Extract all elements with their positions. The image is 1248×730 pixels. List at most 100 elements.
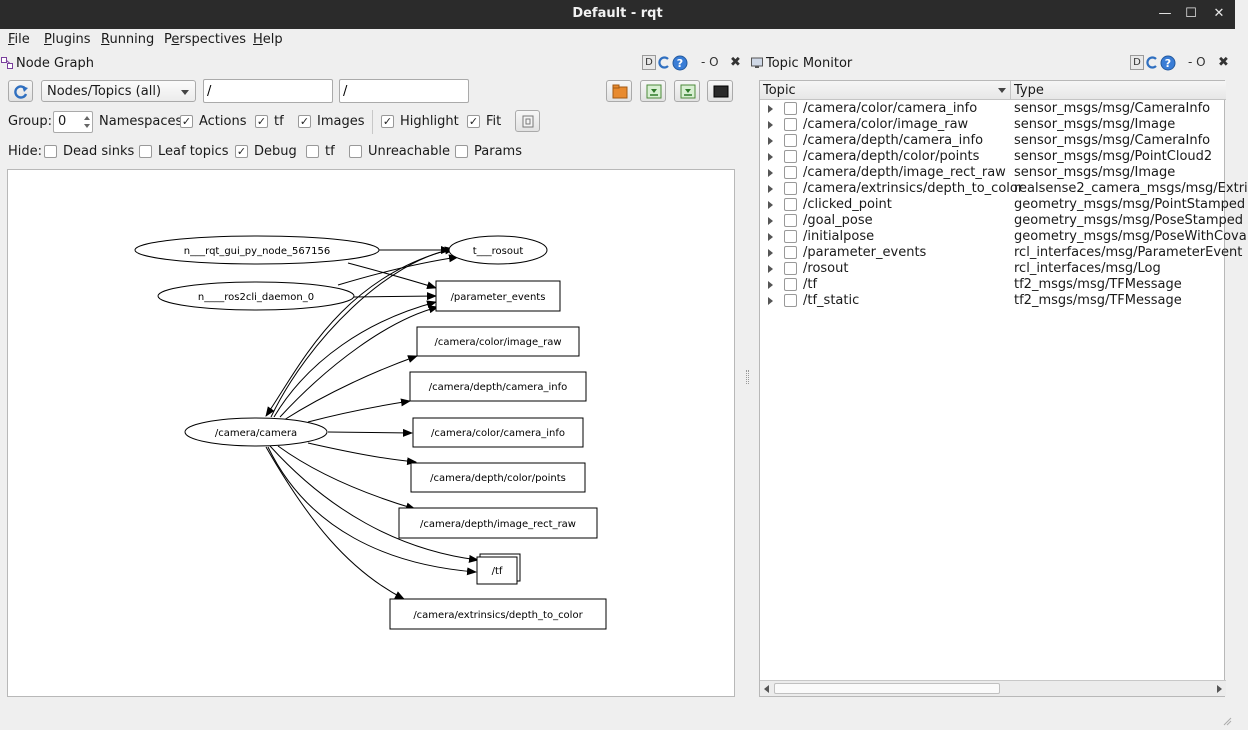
topic-minimize-dock-button[interactable]: - O — [1188, 55, 1206, 69]
fit-checkbox[interactable]: ✓ — [467, 115, 480, 128]
topic-checkbox[interactable] — [784, 230, 797, 243]
unreachable-checkbox[interactable] — [349, 145, 362, 158]
graph-canvas[interactable]: n___rqt_gui_py_node_567156 t___rosout n_… — [7, 169, 735, 697]
save-image-button[interactable] — [707, 80, 733, 102]
load-dot-button[interactable] — [606, 80, 632, 102]
node-rosout[interactable]: t___rosout — [448, 235, 548, 265]
node-ros2cli-daemon[interactable]: n____ros2cli_daemon_0 — [157, 281, 355, 311]
topic-checkbox[interactable] — [784, 134, 797, 147]
params-checkbox[interactable] — [455, 145, 468, 158]
expand-arrow-icon[interactable] — [768, 217, 773, 225]
scrollbar-thumb[interactable] — [774, 683, 1000, 694]
close-button[interactable]: ✕ — [1213, 6, 1225, 21]
expand-arrow-icon[interactable] — [768, 201, 773, 209]
debug-checkbox[interactable]: ✓ — [235, 145, 248, 158]
topic-depth-camera-info[interactable]: /camera/depth/camera_info — [409, 371, 587, 402]
help-icon[interactable]: ? — [672, 55, 688, 71]
spin-up-icon[interactable] — [84, 116, 90, 120]
topic-checkbox[interactable] — [784, 262, 797, 275]
expand-arrow-icon[interactable] — [768, 153, 773, 161]
minimize-button[interactable]: — — [1158, 6, 1172, 21]
menu-help[interactable]: Help — [253, 32, 283, 47]
expand-arrow-icon[interactable] — [768, 249, 773, 257]
topic-color-image-raw[interactable]: /camera/color/image_raw — [416, 326, 580, 357]
maximize-button[interactable]: ☐ — [1185, 6, 1197, 21]
topic-color-camera-info[interactable]: /camera/color/camera_info — [412, 417, 584, 448]
topic-parameter-events[interactable]: /parameter_events — [435, 280, 561, 312]
column-separator[interactable] — [1010, 81, 1011, 100]
menu-plugins[interactable]: Plugins — [44, 32, 91, 47]
topic-checkbox[interactable] — [784, 294, 797, 307]
graph-mode-select[interactable]: Nodes/Topics (all) — [41, 80, 196, 102]
menu-running[interactable]: Running — [101, 32, 155, 47]
topic-checkbox[interactable] — [784, 214, 797, 227]
topic-help-icon[interactable]: ? — [1160, 55, 1176, 71]
node-camera-camera[interactable]: /camera/camera — [184, 417, 328, 447]
node-rqt-gui[interactable]: n___rqt_gui_py_node_567156 — [134, 235, 380, 265]
expand-arrow-icon[interactable] — [768, 169, 773, 177]
topic-checkbox[interactable] — [784, 246, 797, 259]
leaf-topics-checkbox[interactable] — [139, 145, 152, 158]
topic-close-dock-icon[interactable]: ✖ — [1218, 55, 1229, 70]
topic-checkbox[interactable] — [784, 166, 797, 179]
topic-checkbox[interactable] — [784, 278, 797, 291]
save-svg-button[interactable] — [674, 80, 700, 102]
topic-checkbox[interactable] — [784, 102, 797, 115]
images-checkbox[interactable]: ✓ — [298, 115, 311, 128]
fit-in-view-button[interactable] — [515, 110, 540, 132]
filter-out-input[interactable] — [339, 79, 469, 103]
scroll-right-icon[interactable] — [1217, 685, 1222, 693]
topic-tf[interactable]: /tf — [476, 553, 521, 585]
expand-arrow-icon[interactable] — [768, 185, 773, 193]
spin-down-icon[interactable] — [84, 124, 90, 128]
dock-toggle-button[interactable]: D — [642, 55, 656, 70]
topic-depth-color-points[interactable]: /camera/depth/color/points — [410, 462, 586, 493]
highlight-checkbox[interactable]: ✓ — [381, 115, 394, 128]
resize-grip[interactable] — [1222, 715, 1232, 726]
topic-dock-toggle-button[interactable]: D — [1130, 55, 1144, 70]
hide-tf-checkbox[interactable] — [306, 145, 319, 158]
topic-depth-image-rect-raw[interactable]: /camera/depth/image_rect_raw — [398, 507, 598, 539]
reload-icon[interactable] — [657, 55, 671, 70]
close-dock-icon[interactable]: ✖ — [730, 55, 741, 70]
splitter-handle[interactable] — [746, 370, 749, 384]
expand-arrow-icon[interactable] — [768, 265, 773, 273]
topic-checkbox[interactable] — [784, 150, 797, 163]
column-type[interactable]: Type — [1014, 83, 1044, 98]
column-topic[interactable]: Topic — [763, 83, 796, 98]
expand-arrow-icon[interactable] — [768, 105, 773, 113]
topic-checkbox[interactable] — [784, 198, 797, 211]
minimize-dock-button[interactable]: - O — [701, 55, 719, 69]
tf-checkbox[interactable]: ✓ — [255, 115, 268, 128]
menu-perspectives[interactable]: Perspectives — [164, 32, 247, 47]
menu-file[interactable]: File — [8, 32, 30, 47]
topic-reload-icon[interactable] — [1145, 55, 1159, 70]
actions-checkbox[interactable]: ✓ — [180, 115, 193, 128]
expand-arrow-icon[interactable] — [768, 137, 773, 145]
group-spinbox[interactable]: 0 — [53, 111, 93, 133]
refresh-graph-button[interactable] — [8, 80, 33, 102]
topic-checkbox[interactable] — [784, 182, 797, 195]
scroll-left-icon[interactable] — [764, 685, 769, 693]
filter-in-input[interactable] — [203, 79, 333, 103]
expand-arrow-icon[interactable] — [768, 233, 773, 241]
dead-sinks-checkbox[interactable] — [44, 145, 57, 158]
save-dot-button[interactable] — [640, 80, 666, 102]
topic-extrinsics-depth-to-color[interactable]: /camera/extrinsics/depth_to_color — [389, 598, 607, 630]
expand-arrow-icon[interactable] — [768, 297, 773, 305]
horizontal-scrollbar[interactable] — [760, 680, 1226, 696]
